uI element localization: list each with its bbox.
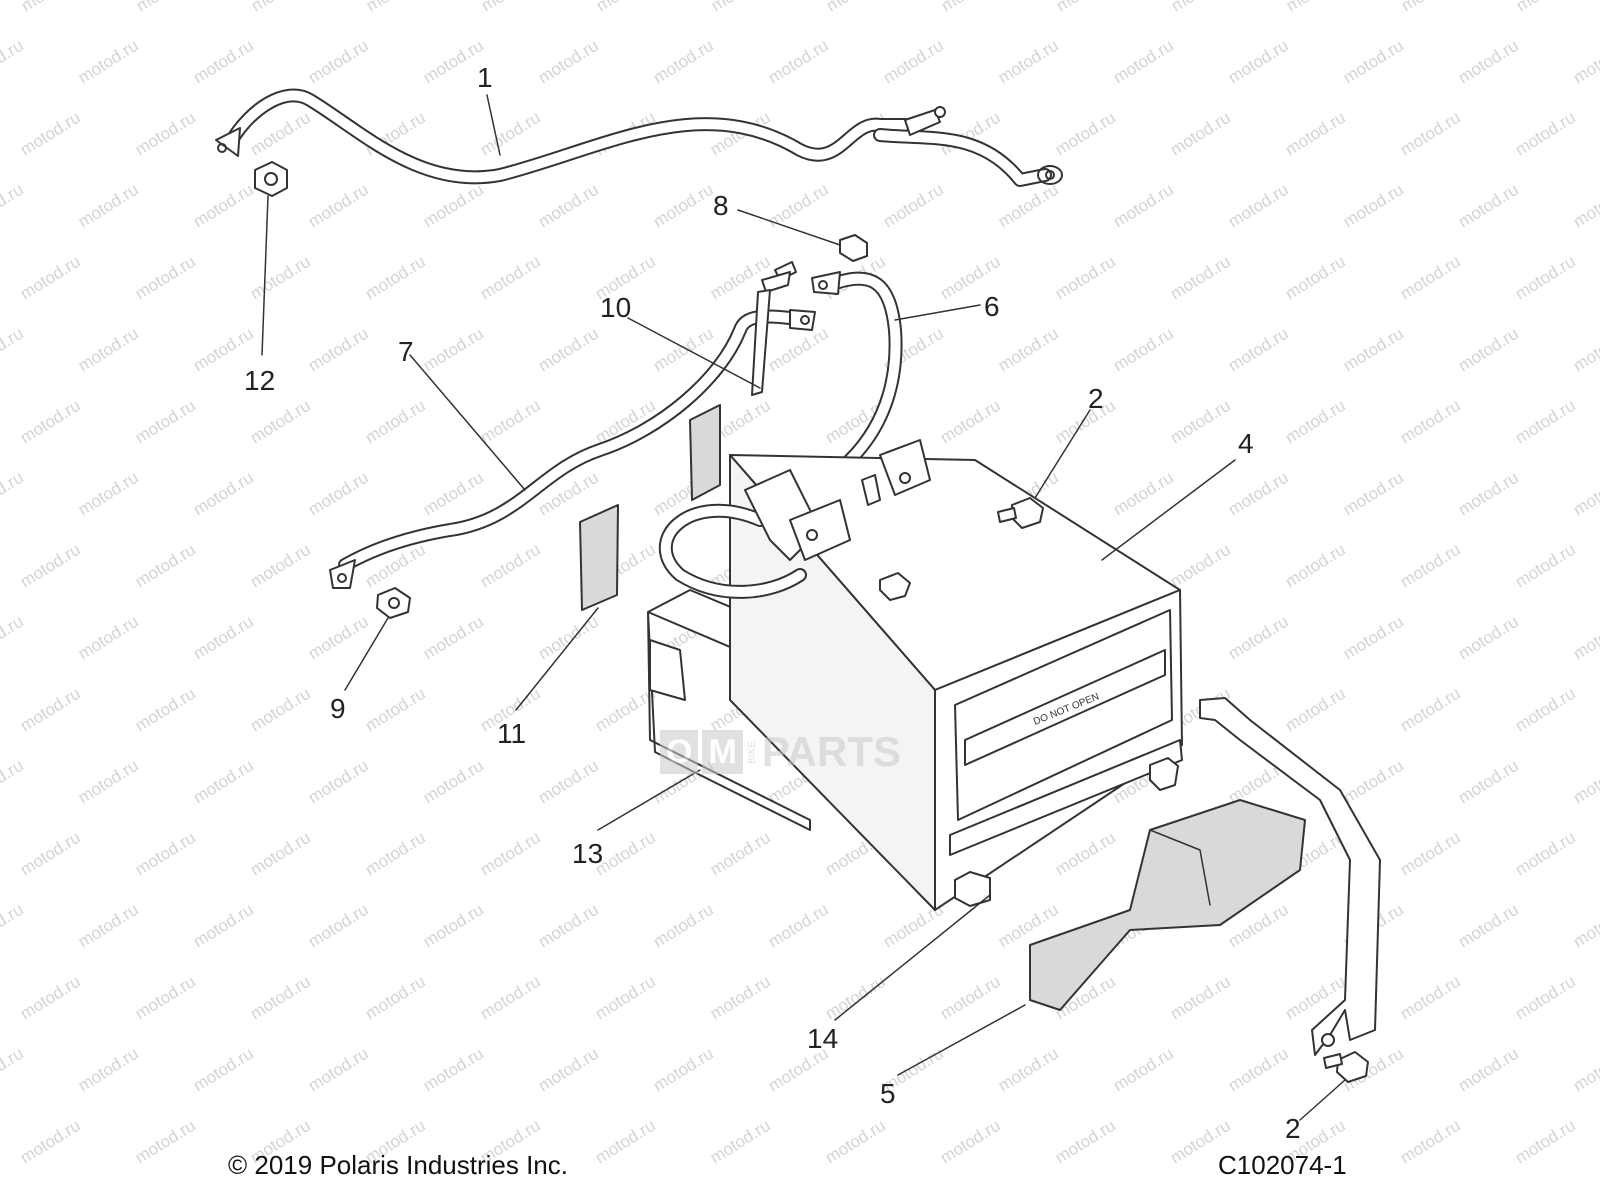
callout-11: 11	[497, 718, 527, 749]
part-9-bolt	[344, 587, 411, 691]
copyright-notice: © 2019 Polaris Industries Inc.	[228, 1150, 568, 1180]
part-1-cable	[215, 88, 1063, 187]
callout-10: 10	[600, 292, 632, 323]
logo-small-text: BIKE	[746, 740, 758, 764]
part-8-nut	[737, 209, 868, 262]
battery-strap	[658, 439, 931, 601]
callout-9: 9	[330, 693, 346, 724]
callout-14: 14	[807, 1023, 839, 1054]
logo-box-2: M	[702, 730, 743, 774]
callout-13: 13	[572, 838, 604, 869]
part-5-pad	[897, 799, 1306, 1076]
watermark-logo: O M BIKE PARTS	[660, 728, 940, 776]
part-2-bolt-lower	[1299, 1051, 1369, 1121]
callout-12: 12	[244, 365, 276, 396]
callout-4: 4	[1238, 428, 1254, 459]
part-10-pin	[627, 261, 797, 396]
logo-text: PARTS	[761, 728, 902, 775]
callout-5: 5	[880, 1078, 896, 1109]
callout-2-lower: 2	[1285, 1113, 1301, 1144]
diagram-id: C102074-1	[1218, 1150, 1347, 1180]
part-2-bolt-upper	[997, 409, 1091, 529]
part-14-clip	[834, 894, 991, 1021]
part-12-nut	[254, 161, 288, 356]
battery-bracket	[1199, 697, 1381, 1056]
callout-7: 7	[398, 336, 414, 367]
part-7-cable	[329, 309, 816, 589]
callout-6: 6	[984, 291, 1000, 322]
callout-1: 1	[477, 62, 493, 93]
callout-8: 8	[713, 190, 729, 221]
logo-box-1: O	[660, 730, 699, 774]
leader-1	[486, 94, 501, 156]
part-11-pad	[515, 404, 721, 711]
callout-2-upper: 2	[1088, 383, 1104, 414]
